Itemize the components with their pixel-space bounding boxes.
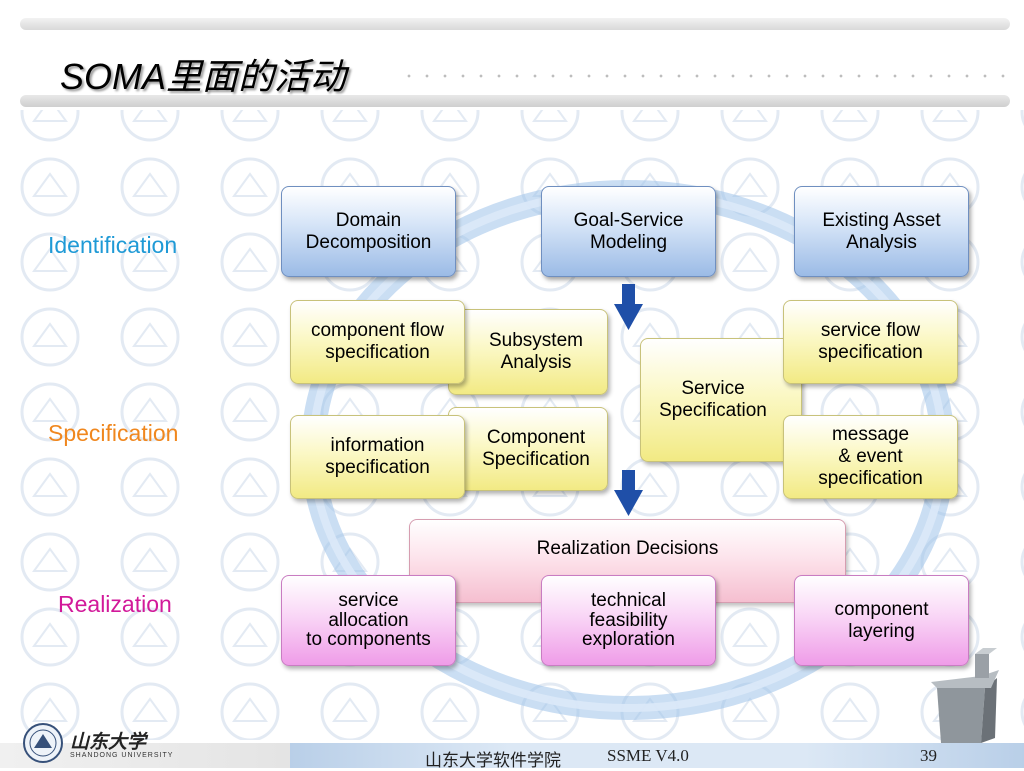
information-specification-box: information specification (290, 415, 465, 499)
box-text: Specification (659, 400, 767, 421)
title-bar-bottom (20, 95, 1010, 107)
podium-icon (931, 648, 999, 743)
goal-service-modeling-box: Goal-Service Modeling (541, 186, 716, 277)
domain-decomposition-box: Domain Decomposition (281, 186, 456, 277)
box-text: Component (486, 427, 586, 449)
box-text: Realization Decisions (536, 538, 719, 559)
footer-bar (290, 743, 1024, 768)
service-allocation-box: service allocation to components (281, 575, 456, 666)
box-text: exploration (582, 629, 675, 651)
box-text: service flow (820, 320, 921, 342)
box-text: feasibility (589, 609, 668, 631)
slide-title: SOMA里面的活动 (60, 56, 347, 97)
box-text: specification (325, 342, 430, 363)
box-text: Goal-Service (573, 209, 684, 231)
box-text: Decomposition (305, 231, 432, 253)
title-dotted-line (400, 74, 1010, 78)
component-layering-box: component layering (794, 575, 969, 666)
phase-label-identification: Identification (48, 232, 178, 258)
box-text: specification (818, 467, 923, 489)
component-specification-box: Component Specification (448, 407, 608, 491)
box-text: service (338, 589, 399, 611)
box-text: Specification (482, 449, 590, 470)
box-text: Service (681, 378, 745, 400)
technical-feasibility-box: technical feasibility exploration (541, 575, 716, 666)
box-text: Modeling (589, 231, 668, 253)
box-text: allocation (328, 609, 409, 631)
service-flow-specification-box: service flow specification (783, 300, 958, 384)
arrow-down-icon (614, 470, 643, 516)
existing-asset-analysis-box: Existing Asset Analysis (794, 186, 969, 277)
box-text: & event (838, 446, 903, 468)
page-number: 39 (920, 746, 937, 765)
phase-label-specification: Specification (48, 420, 179, 446)
box-text: message (831, 424, 910, 446)
message-event-specification-box: message & event specification (783, 415, 958, 499)
box-text: Analysis (500, 352, 572, 373)
box-text: technical (590, 589, 666, 611)
footer-school: 山东大学软件学院 (425, 751, 561, 770)
component-flow-specification-box: component flow specification (290, 300, 465, 384)
box-text: information (330, 435, 425, 457)
box-text: component (834, 598, 929, 620)
box-text: specification (818, 342, 923, 363)
box-text: layering (848, 620, 915, 642)
phase-label-realization: Realization (58, 591, 172, 617)
box-text: component flow (310, 320, 445, 342)
box-text: to components (306, 629, 431, 651)
university-logo-text: 山东大学 (70, 731, 147, 753)
subsystem-analysis-box: Subsystem Analysis (448, 309, 608, 395)
university-seal-icon (23, 723, 63, 763)
box-text: Analysis (846, 231, 917, 253)
box-text: specification (325, 457, 430, 478)
box-text: Domain (335, 209, 402, 231)
box-text: Existing Asset (822, 209, 941, 231)
box-text: Subsystem (489, 330, 583, 352)
service-specification-box: Service Specification (640, 338, 802, 462)
university-logo-subtext: SHANDONG UNIVERSITY (70, 752, 174, 759)
footer-version: SSME V4.0 (607, 746, 689, 765)
arrow-down-icon (614, 284, 643, 330)
title-bar-top (20, 18, 1010, 30)
